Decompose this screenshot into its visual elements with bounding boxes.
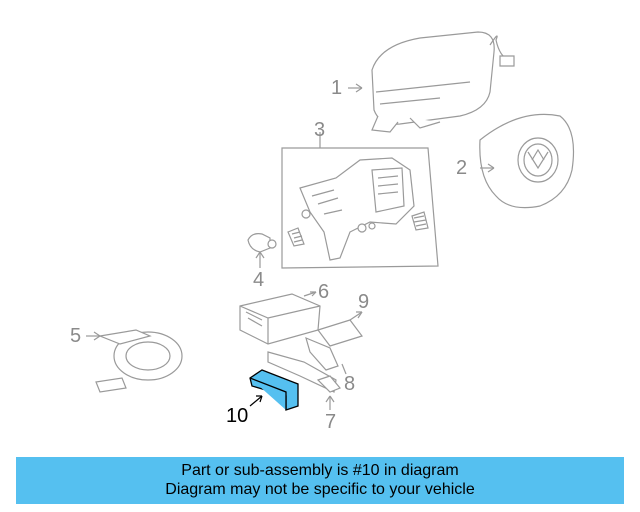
label-7: 7 [325,411,336,433]
part-7-bracket [267,351,341,410]
label-4: 4 [253,269,264,291]
label-5: 5 [70,325,81,347]
part-10-bracket-highlighted [249,369,299,411]
part-8-small-bracket [305,336,347,375]
label-2: 2 [456,157,467,179]
part-4-sensor [247,233,277,268]
label-9: 9 [358,291,369,313]
caption-line-1: Part or sub-assembly is #10 in diagram [181,462,459,479]
caption-banner: Part or sub-assembly is #10 in diagram D… [16,457,624,504]
label-1: 1 [331,77,342,99]
label-6: 6 [318,281,329,303]
label-8: 8 [344,373,355,395]
label-3: 3 [314,119,325,141]
part-1-airbag-module [348,31,515,133]
label-10: 10 [226,405,248,427]
part-6-control-module [239,291,321,345]
part-3-assembly-box [281,132,439,269]
part-9-plate [317,311,363,347]
part-5-clock-spring [86,329,183,393]
part-2-steering-cover [479,113,575,209]
caption-line-2: Diagram may not be specific to your vehi… [165,481,475,498]
